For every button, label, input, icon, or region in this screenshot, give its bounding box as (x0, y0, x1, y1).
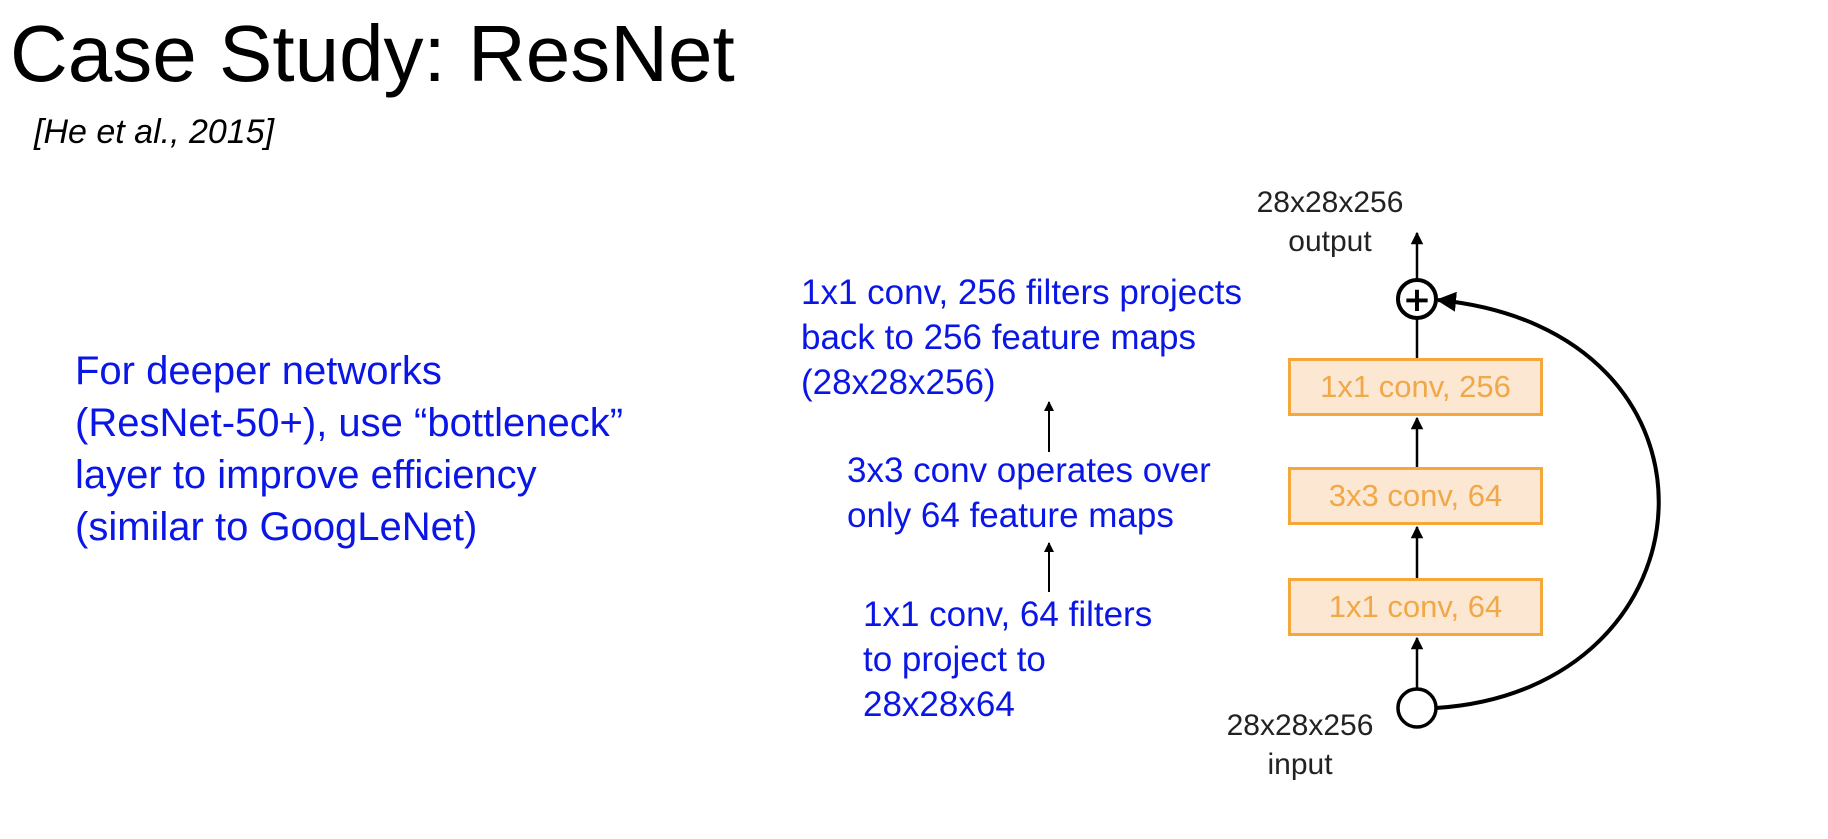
conv-layer-top: 1x1 conv, 256 (1288, 358, 1543, 416)
annotation-bottom: 1x1 conv, 64 filters to project to 28x28… (863, 592, 1152, 727)
summary-text: For deeper networks (ResNet-50+), use “b… (75, 345, 623, 553)
annotation-top: 1x1 conv, 256 filters projects back to 2… (801, 270, 1242, 405)
conv-layer-middle: 3x3 conv, 64 (1288, 467, 1543, 525)
annotation-line: back to 256 feature maps (801, 318, 1196, 357)
annotation-line: only 64 feature maps (847, 496, 1174, 535)
input-label: 28x28x256 input (1210, 706, 1390, 784)
annotation-line: (28x28x256) (801, 363, 996, 402)
output-label: 28x28x256 output (1240, 183, 1420, 261)
output-size: 28x28x256 (1256, 186, 1404, 219)
annotation-line: to project to (863, 640, 1046, 679)
annotation-line: 3x3 conv operates over (847, 451, 1211, 490)
summary-line: For deeper networks (75, 349, 442, 393)
input-text: input (1267, 748, 1333, 781)
annotation-line: 1x1 conv, 256 filters projects (801, 273, 1242, 312)
annotation-line: 28x28x64 (863, 685, 1015, 724)
addition-node (1396, 278, 1438, 320)
summary-line: layer to improve efficiency (75, 453, 537, 497)
input-size: 28x28x256 (1226, 709, 1374, 742)
addition-symbol: + (1403, 280, 1432, 320)
summary-line: (ResNet-50+), use “bottleneck” (75, 401, 624, 445)
citation: [He et al., 2015] (34, 113, 275, 151)
conv-layer-bottom: 1x1 conv, 64 (1288, 578, 1543, 636)
output-text: output (1288, 225, 1372, 258)
annotation-line: 1x1 conv, 64 filters (863, 595, 1153, 634)
summary-line: (similar to GoogLeNet) (75, 505, 478, 549)
slide-title: Case Study: ResNet (10, 9, 735, 98)
annotation-middle: 3x3 conv operates over only 64 feature m… (847, 448, 1211, 538)
input-node (1396, 687, 1438, 729)
